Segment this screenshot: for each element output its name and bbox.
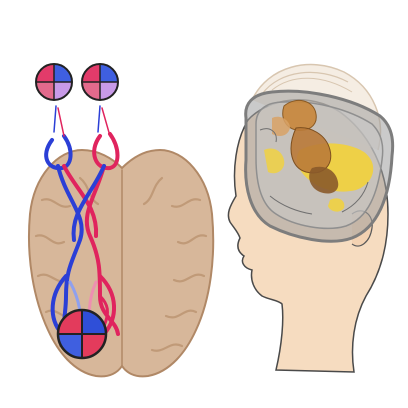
field-quadrant-upper-right (54, 64, 72, 82)
right-eye-loop (92, 132, 120, 171)
field-quadrant-lower-right (100, 82, 118, 100)
visual-field-icon-right (81, 63, 119, 101)
field-quadrant-lower-left (36, 82, 54, 100)
visual-field-icon-left (35, 63, 73, 101)
field-quadrant-upper-right (100, 64, 118, 82)
field-quadrant-lower-right (54, 82, 72, 100)
brain-axial-view (27, 148, 215, 378)
field-quadrant-upper-left (36, 64, 54, 82)
field-quadrant-upper-left (82, 64, 100, 82)
skull-section-details (259, 128, 369, 215)
visual-pathway-panel (27, 63, 215, 378)
left-eye-loop (44, 134, 73, 171)
deep-brain-structures (272, 99, 339, 194)
field-quadrant-lower-left (82, 82, 100, 100)
visual-cortex-icon (56, 308, 108, 360)
head-illustration-panel (227, 63, 395, 373)
